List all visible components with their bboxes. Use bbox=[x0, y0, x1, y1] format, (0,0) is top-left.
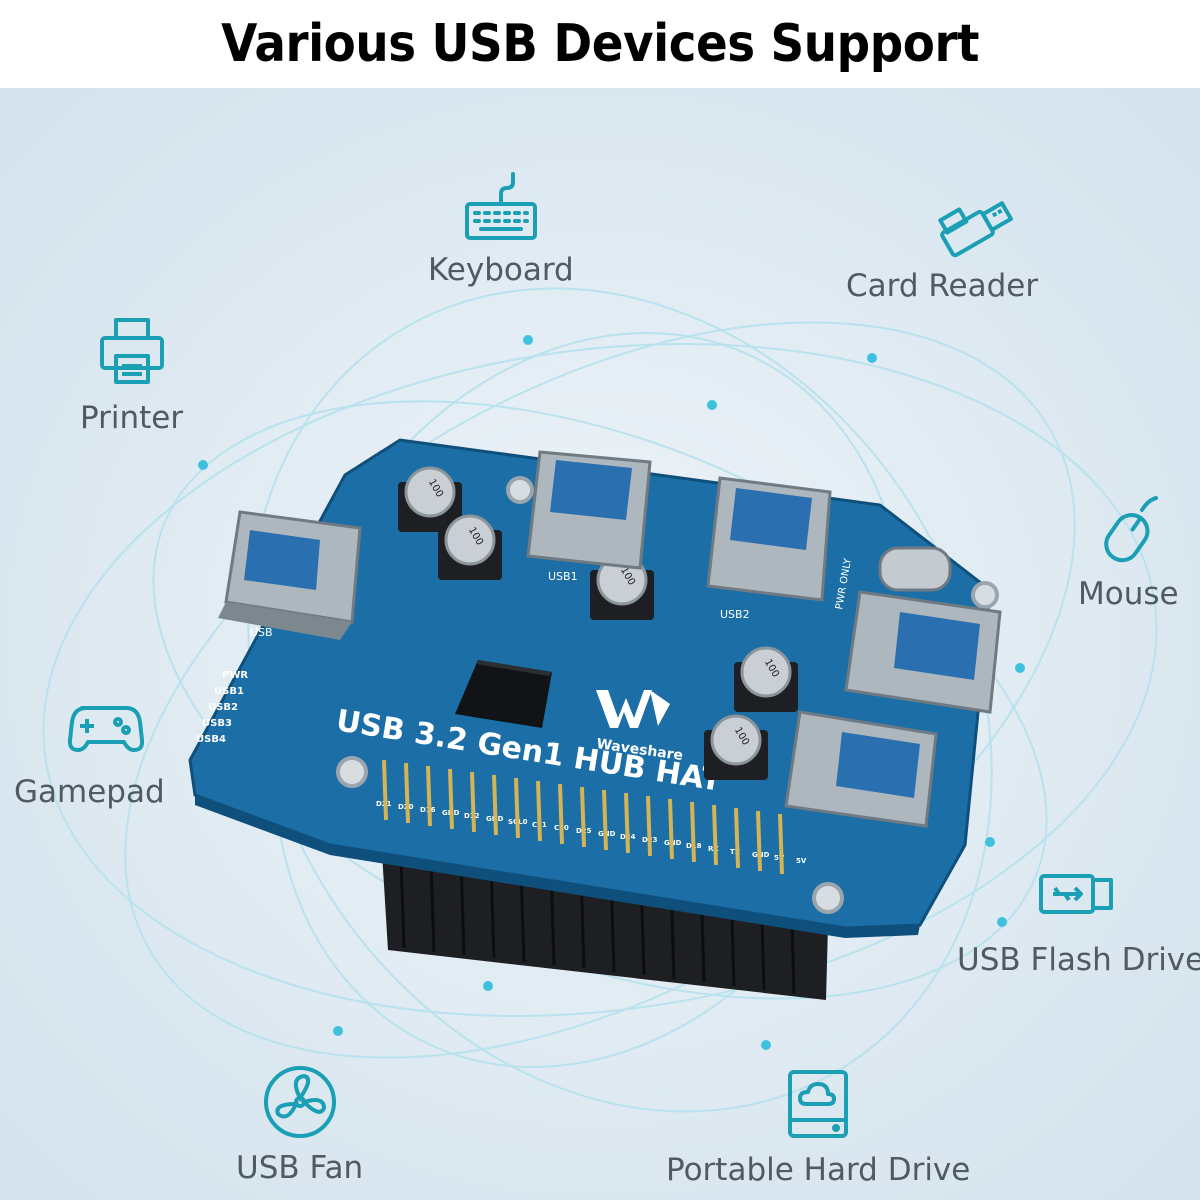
led-label: USB4 bbox=[196, 734, 226, 745]
hub-controller-chip bbox=[455, 660, 552, 728]
usb-flash-drive-label: USB Flash Drive bbox=[957, 942, 1200, 978]
usb-port-4 bbox=[784, 710, 938, 828]
pin-label: TX bbox=[730, 848, 741, 856]
device-portable-hard-drive: Portable Hard Drive bbox=[666, 1064, 970, 1188]
usb-c-port bbox=[878, 546, 952, 592]
usb-port-3 bbox=[844, 590, 1002, 714]
printer-label: Printer bbox=[80, 400, 184, 436]
mouse-icon bbox=[1088, 488, 1168, 568]
led-label: USB3 bbox=[202, 718, 232, 729]
device-gamepad: Gamepad bbox=[14, 686, 165, 810]
port-label-usb2: USB2 bbox=[720, 608, 750, 621]
usb-flash-drive-icon bbox=[1037, 854, 1117, 934]
device-usb-flash-drive: USB Flash Drive bbox=[957, 854, 1200, 978]
led-label: USB1 bbox=[214, 686, 244, 697]
card-reader-label: Card Reader bbox=[846, 268, 1039, 304]
title-bar: Various USB Devices Support bbox=[0, 0, 1200, 88]
usb-port-left bbox=[218, 510, 362, 640]
pin-label: 5V bbox=[796, 857, 807, 865]
led-label: PWR bbox=[222, 670, 248, 681]
port-label-usb1: USB1 bbox=[548, 570, 578, 583]
usb-ports bbox=[218, 450, 1002, 828]
page-title: Various USB Devices Support bbox=[221, 14, 979, 74]
gamepad-icon bbox=[64, 686, 145, 766]
capacitors: 100 100 100 100 100 bbox=[398, 466, 798, 780]
fan-icon bbox=[260, 1062, 340, 1142]
device-printer: Printer bbox=[80, 312, 183, 436]
portable-hard-drive-label: Portable Hard Drive bbox=[666, 1152, 971, 1188]
pin-label: 5V bbox=[774, 854, 785, 862]
device-keyboard: Keyboard bbox=[428, 164, 574, 288]
keyboard-icon bbox=[461, 164, 541, 244]
usb-port-2 bbox=[706, 476, 832, 602]
header-pins bbox=[382, 759, 784, 875]
led-label: USB2 bbox=[208, 702, 238, 713]
printer-icon bbox=[92, 312, 172, 392]
port-label-usb: USB bbox=[250, 626, 273, 639]
hard-drive-icon bbox=[778, 1064, 858, 1144]
led-labels: PWR USB1 USB2 USB3 USB4 bbox=[196, 670, 248, 745]
mouse-label: Mouse bbox=[1078, 576, 1179, 612]
usb-port-1 bbox=[526, 450, 652, 570]
usb-fan-label: USB Fan bbox=[236, 1150, 364, 1186]
device-mouse: Mouse bbox=[1078, 488, 1179, 612]
gamepad-label: Gamepad bbox=[14, 774, 165, 810]
device-usb-fan: USB Fan bbox=[236, 1062, 363, 1186]
device-card-reader: Card Reader bbox=[846, 180, 1038, 304]
keyboard-label: Keyboard bbox=[428, 252, 574, 288]
card-reader-icon bbox=[937, 180, 1017, 260]
